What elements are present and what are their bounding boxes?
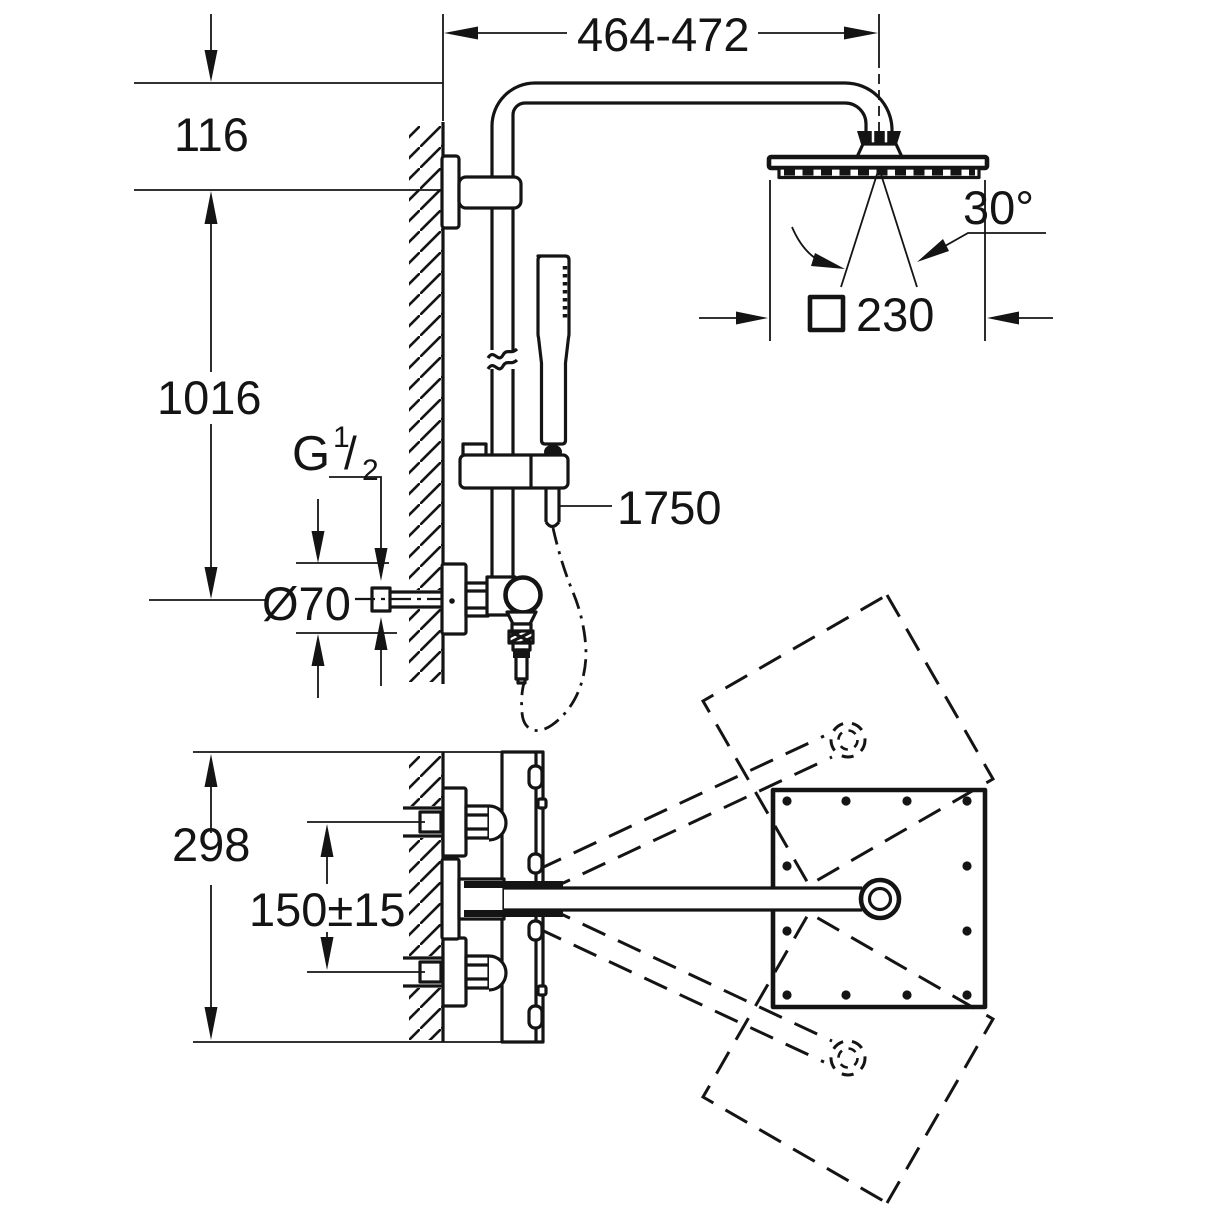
shower-arm-top	[504, 877, 902, 921]
dim-head-width-label: 230	[856, 288, 934, 341]
dimension-valve-length: 298	[172, 754, 250, 1040]
dimension-escutcheon: Ø70	[262, 499, 397, 698]
head-plate-icon	[766, 154, 990, 171]
thread-numerator-label: 1	[333, 421, 350, 454]
shower-rail-and-arm	[486, 81, 894, 578]
wall-top-icon	[409, 752, 445, 1042]
thread-denominator-label: 2	[362, 454, 379, 487]
thread-prefix-label: G	[292, 427, 330, 481]
dim-swivel-angle-label: 30°	[963, 181, 1034, 234]
nozzle-dots-icon	[782, 796, 972, 1000]
dim-head-to-bracket-label: 116	[174, 108, 249, 161]
square-symbol-icon	[807, 294, 846, 333]
head-swivel-position-upper	[502, 592, 996, 909]
side-view: 464-472	[134, 8, 1053, 732]
dimension-bracket-to-valve: 1016	[149, 224, 266, 601]
dimension-inlet-spacing: 150±15	[249, 821, 425, 973]
hand-shower	[536, 254, 571, 460]
dimension-thread: G 1 / 2	[292, 421, 388, 686]
inlet-connection-bottom	[403, 936, 508, 1008]
pipe-break-icon	[486, 358, 519, 371]
dimension-arm-projection: 464-472	[442, 8, 880, 157]
inlet-connection-top	[403, 786, 508, 858]
top-view: 298 150±15	[172, 592, 996, 1206]
dimension-head-width: 230	[699, 180, 1053, 341]
wall-bracket	[440, 154, 523, 230]
dimension-head-swivel: 30°	[791, 167, 1046, 288]
dimension-hose-length: 1750	[559, 481, 722, 534]
ball-joint-icon	[858, 877, 902, 921]
dim-inlet-spacing-label: 150±15	[249, 883, 406, 936]
thermostat-valve-side	[355, 562, 543, 685]
head-swivel-position-lower	[502, 889, 996, 1206]
dim-valve-length-label: 298	[172, 818, 250, 871]
escutcheon-side-icon	[440, 562, 468, 636]
thread-slash-label: /	[344, 427, 357, 479]
dim-hose-length-label: 1750	[617, 481, 722, 534]
head-shower-side	[766, 131, 990, 180]
pipe-break-icon	[486, 347, 519, 360]
dim-escutcheon-label: Ø70	[262, 577, 351, 630]
hand-shower-holder	[458, 442, 570, 490]
dimension-head-to-bracket: 116	[134, 14, 443, 224]
dim-bracket-to-valve-label: 1016	[157, 371, 262, 424]
shower-hose	[520, 488, 588, 732]
dim-arm-projection-label: 464-472	[577, 8, 750, 61]
valve-knob-icon	[503, 575, 543, 615]
